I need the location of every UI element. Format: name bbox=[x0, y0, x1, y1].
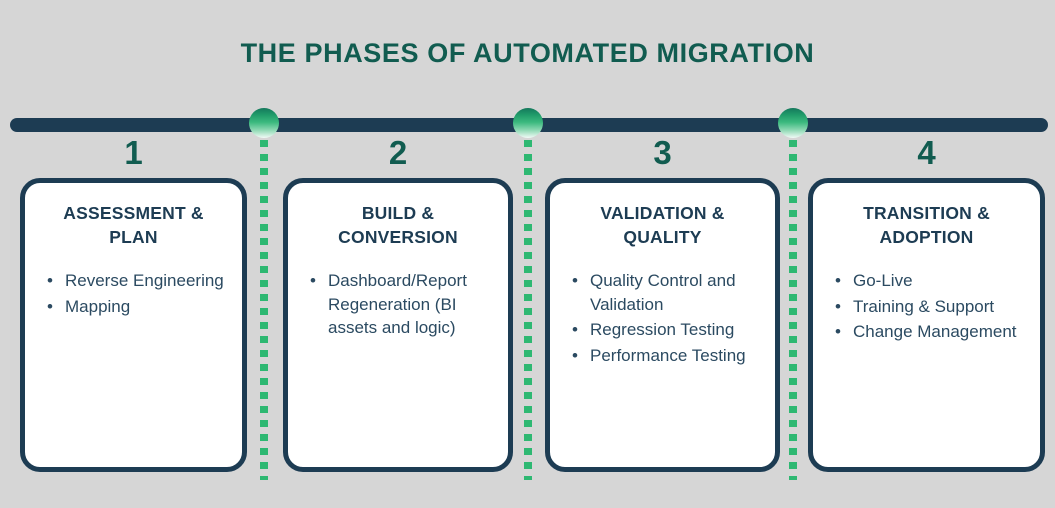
bullet-icon: • bbox=[835, 322, 841, 342]
bullet-icon: • bbox=[572, 320, 578, 340]
bullet-icon: • bbox=[572, 271, 578, 291]
phase-list-item-label: Mapping bbox=[65, 296, 131, 316]
phase-list-item-label: Training & Support bbox=[853, 296, 995, 316]
bullet-icon: • bbox=[47, 296, 53, 316]
timeline-divider-1 bbox=[247, 108, 281, 480]
phase-card-title: TRANSITION & ADOPTION bbox=[863, 203, 990, 248]
bullet-icon: • bbox=[310, 271, 316, 291]
dotted-divider-line bbox=[260, 140, 268, 480]
phase-number-1: 1 bbox=[124, 134, 143, 171]
phase-list-item-label: Performance Testing bbox=[590, 345, 746, 365]
phase-list-item: • Performance Testing bbox=[572, 344, 757, 367]
phase-list-item-label: Regression Testing bbox=[590, 320, 735, 340]
page-title: THE PHASES OF AUTOMATED MIGRATION bbox=[240, 38, 815, 68]
phase-list-item-label: Quality Control and Validation bbox=[590, 271, 736, 314]
phase-list-item: • Reverse Engineering bbox=[47, 269, 224, 292]
phase-list-item: • Dashboard/Report Regeneration (BI asset… bbox=[310, 269, 490, 339]
phase-list-item: • Change Management bbox=[835, 320, 1022, 343]
phase-card-3: VALIDATION & QUALITY • Quality Control an… bbox=[545, 178, 780, 472]
phase-card-4: TRANSITION & ADOPTION • Go-Live • Training … bbox=[808, 178, 1045, 472]
timeline-divider-3 bbox=[776, 108, 810, 480]
phase-list-item-label: Change Management bbox=[853, 322, 1017, 342]
phase-list-item: • Training & Support bbox=[835, 295, 1022, 318]
dotted-divider-line bbox=[789, 140, 797, 480]
phase-card-title: ASSESSMENT & PLAN bbox=[63, 203, 204, 248]
phase-card-title: BUILD & CONVERSION bbox=[338, 203, 458, 248]
phase-list-item: • Mapping bbox=[47, 295, 224, 318]
timeline-bar bbox=[10, 118, 1048, 132]
bullet-icon: • bbox=[572, 345, 578, 365]
phase-list-item: • Regression Testing bbox=[572, 318, 757, 341]
phase-list-item: • Quality Control and Validation bbox=[572, 269, 757, 316]
phase-number-2: 2 bbox=[388, 134, 408, 171]
phase-card-2: BUILD & CONVERSION • Dashboard/Report Reg… bbox=[283, 178, 513, 472]
phase-card-title: VALIDATION & QUALITY bbox=[600, 203, 725, 248]
phase-card-list: • Dashboard/Report Regeneration (BI asset… bbox=[302, 269, 494, 339]
phase-list-item-label: Reverse Engineering bbox=[65, 271, 224, 291]
bullet-icon: • bbox=[835, 296, 841, 316]
bullet-icon: • bbox=[835, 271, 841, 291]
phase-number-3: 3 bbox=[653, 134, 672, 171]
phase-card-list: • Go-Live • Training & Support • Change Manag… bbox=[827, 269, 1026, 343]
phase-list-item-label: Dashboard/Report Regeneration (BI assets… bbox=[328, 271, 467, 338]
phase-card-1: ASSESSMENT & PLAN • Reverse Engineering • M… bbox=[20, 178, 247, 472]
phase-card-list: • Reverse Engineering • Mapping bbox=[39, 269, 228, 318]
phase-number-4: 4 bbox=[917, 134, 936, 171]
phase-list-item-label: Go-Live bbox=[853, 271, 913, 291]
bullet-icon: • bbox=[47, 271, 53, 291]
dotted-divider-line bbox=[524, 140, 532, 480]
phase-list-item: • Go-Live bbox=[835, 269, 1022, 292]
timeline-divider-2 bbox=[511, 108, 545, 480]
phase-card-list: • Quality Control and Validation • Regressi… bbox=[564, 269, 761, 367]
